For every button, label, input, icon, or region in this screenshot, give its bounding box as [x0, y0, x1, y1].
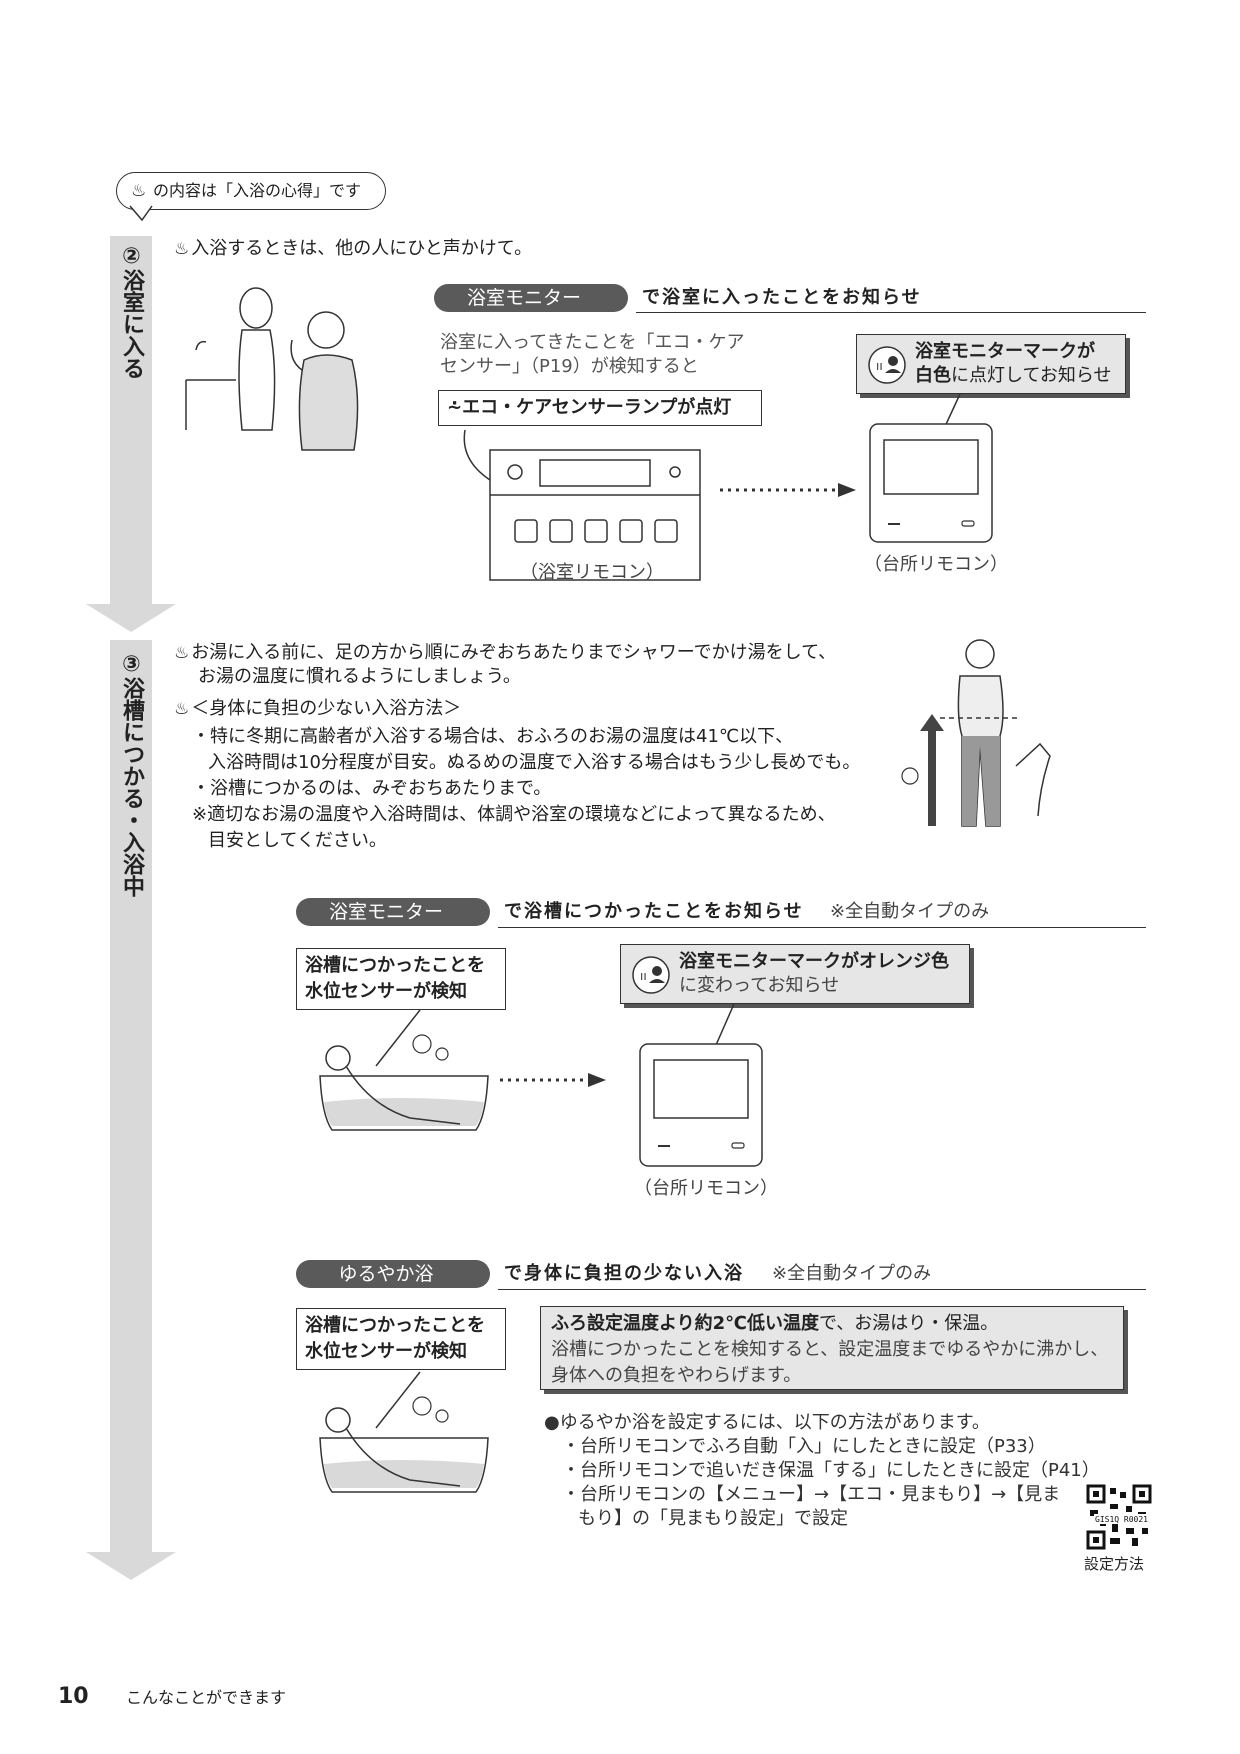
step3-title: ③浴槽につかる・入浴中	[119, 652, 144, 897]
step2-notice-line1: 浴室モニターマークが	[915, 341, 1095, 362]
step2-title: ②浴室に入る	[119, 244, 144, 379]
qr-code-icon[interactable]: GIS1Q R0021	[1086, 1484, 1152, 1550]
step2-heading: で浴室に入ったことをお知らせ	[642, 287, 922, 308]
svg-text:ıı: ıı	[640, 969, 647, 983]
bath-remote	[463, 429, 701, 581]
legend-bubble-tail	[129, 205, 153, 222]
step3-detect-line2: 水位センサーが検知	[305, 981, 467, 1002]
step3-monitor-heading: で浴槽につかったことをお知らせ	[504, 901, 804, 922]
yuruyaka-info-line2: 浴槽につかったことを検知すると、設定温度までゆるやかに沸かし、	[551, 1339, 1109, 1360]
legend-text: の内容は「入浴の心得」です	[153, 181, 362, 200]
yuruyaka-note: ※全自動タイプのみ	[772, 1263, 932, 1284]
qr-code-text: GIS1Q R0021	[1095, 1515, 1148, 1524]
step3-notice-line2: に変わってお知らせ	[679, 975, 840, 996]
step3-notice-line1: 浴室モニターマークがオレンジ色	[679, 951, 949, 972]
step2-arrowhead	[86, 604, 176, 632]
step3-detect-line1: 浴槽につかったことを	[305, 955, 485, 976]
step2-notice-line2: 白色に点灯してお知らせ	[915, 365, 1112, 386]
step3-detect-box: 浴槽につかったことを 水位センサーが検知	[296, 948, 506, 1010]
kitchen-remote-caption-2: （台所リモコン）	[634, 1178, 778, 1199]
step2-bar	[110, 236, 152, 604]
bathtub-illustration-1	[319, 1009, 489, 1131]
yuruyaka-rule	[498, 1289, 1146, 1290]
onsen-icon: ♨	[174, 699, 190, 719]
people-illustration	[185, 287, 359, 451]
yuruyaka-pill: ゆるやか浴	[296, 1260, 490, 1288]
onsen-icon: ♨	[174, 643, 190, 663]
page-number: 10	[58, 1684, 89, 1709]
step3-monitor-note: ※全自動タイプのみ	[830, 901, 990, 922]
dotted-arrow-2	[500, 1073, 606, 1087]
step3-tip2-head: ♨＜身体に負担の少ない入浴方法＞	[174, 696, 461, 722]
step3-tip1-line2: お湯の温度に慣れるようにしましょう。	[198, 666, 521, 687]
step3-tip2-line2: 入浴時間は10分程度が目安。ぬるめの温度で入浴する場合はもう少し長めでも。	[208, 752, 861, 773]
monitor-mark-icon: ıı	[868, 346, 906, 384]
yuruyaka-detect-line1: 浴槽につかったことを	[305, 1315, 485, 1336]
step2-tip: ♨入浴するときは、他の人にひと声かけて。	[174, 236, 532, 262]
yuruyaka-bullet-4: もり】の「見まもり設定」で設定	[578, 1508, 848, 1529]
yuruyaka-info-line1: ふろ設定温度より約2℃低い温度で、お湯はり・保温。	[551, 1313, 999, 1334]
yuruyaka-heading: で身体に負担の少ない入浴	[504, 1263, 744, 1284]
shower-person-illustration	[901, 639, 1051, 827]
qr-caption: 設定方法	[1084, 1555, 1145, 1573]
yuruyaka-bullet-3: ・台所リモコンの【メニュー】→【エコ・見まもり】→【見ま	[562, 1484, 1061, 1505]
kitchen-remote-1	[869, 393, 993, 543]
step2-desc-2: センサー」（P19）が検知すると	[440, 356, 699, 377]
lamp-label: ⩪エコ・ケアセンサーランプが点灯	[447, 397, 732, 418]
onsen-icon: ♨	[174, 239, 190, 259]
svg-text:ıı: ıı	[876, 359, 883, 373]
yuruyaka-bullet-head: ●ゆるやか浴を設定するには、以下の方法があります。	[544, 1412, 990, 1433]
step2-notice-box: ıı 浴室モニターマークが 白色に点灯してお知らせ	[856, 334, 1126, 394]
step3-tip2-line1: ・特に冬期に高齢者が入浴する場合は、おふろのお湯の温度は41℃以下、	[192, 726, 794, 747]
dotted-arrow-1	[720, 483, 856, 497]
step3-tip2-line5: 目安としてください。	[208, 830, 387, 851]
step3-monitor-rule	[498, 927, 1146, 928]
bath-remote-caption: （浴室リモコン）	[520, 562, 664, 583]
step3-tip1-line1: ♨お湯に入る前に、足の方から順にみぞおちあたりまでシャワーでかけ湯をして、	[174, 640, 836, 666]
step3-tip2-line4: ※適切なお湯の温度や入浴時間は、体調や浴室の環境などによって異なるため、	[192, 804, 836, 825]
step2-desc-1: 浴室に入ってきたことを「エコ・ケア	[440, 332, 745, 353]
lamp-label-box: ⩪エコ・ケアセンサーランプが点灯	[438, 390, 762, 426]
step3-bar	[110, 640, 152, 1552]
step2-heading-rule	[636, 312, 1146, 313]
step3-tip2-line3: ・浴槽につかるのは、みぞおちあたりまで。	[192, 778, 552, 799]
kitchen-remote-caption-1: （台所リモコン）	[864, 554, 1008, 575]
sensor-icon: ⩪	[447, 397, 463, 418]
step2-monitor-pill: 浴室モニター	[434, 284, 628, 312]
bathtub-illustration-2	[319, 1371, 489, 1493]
yuruyaka-bullet-2: ・台所リモコンで追いだき保温「する」にしたときに設定（P41）	[562, 1460, 1100, 1481]
step3-notice-box: ıı 浴室モニターマークがオレンジ色 に変わってお知らせ	[620, 944, 970, 1004]
step3-arrowhead	[86, 1552, 176, 1580]
yuruyaka-detect-line2: 水位センサーが検知	[305, 1341, 467, 1362]
step3-monitor-pill: 浴室モニター	[296, 898, 490, 926]
legend-bubble: ♨ の内容は「入浴の心得」です	[116, 172, 386, 210]
yuruyaka-info-line3: 身体への負担をやわらげます。	[551, 1365, 802, 1386]
yuruyaka-bullet-1: ・台所リモコンでふろ自動「入」にしたときに設定（P33）	[562, 1436, 1046, 1457]
kitchen-remote-2	[639, 1003, 763, 1167]
monitor-mark-icon: ıı	[632, 956, 670, 994]
footer-section: こんなことができます	[126, 1688, 287, 1707]
yuruyaka-info-box: ふろ設定温度より約2℃低い温度で、お湯はり・保温。 浴槽につかったことを検知する…	[540, 1306, 1124, 1390]
onsen-icon: ♨	[131, 181, 147, 201]
yuruyaka-detect-box: 浴槽につかったことを 水位センサーが検知	[296, 1308, 506, 1370]
